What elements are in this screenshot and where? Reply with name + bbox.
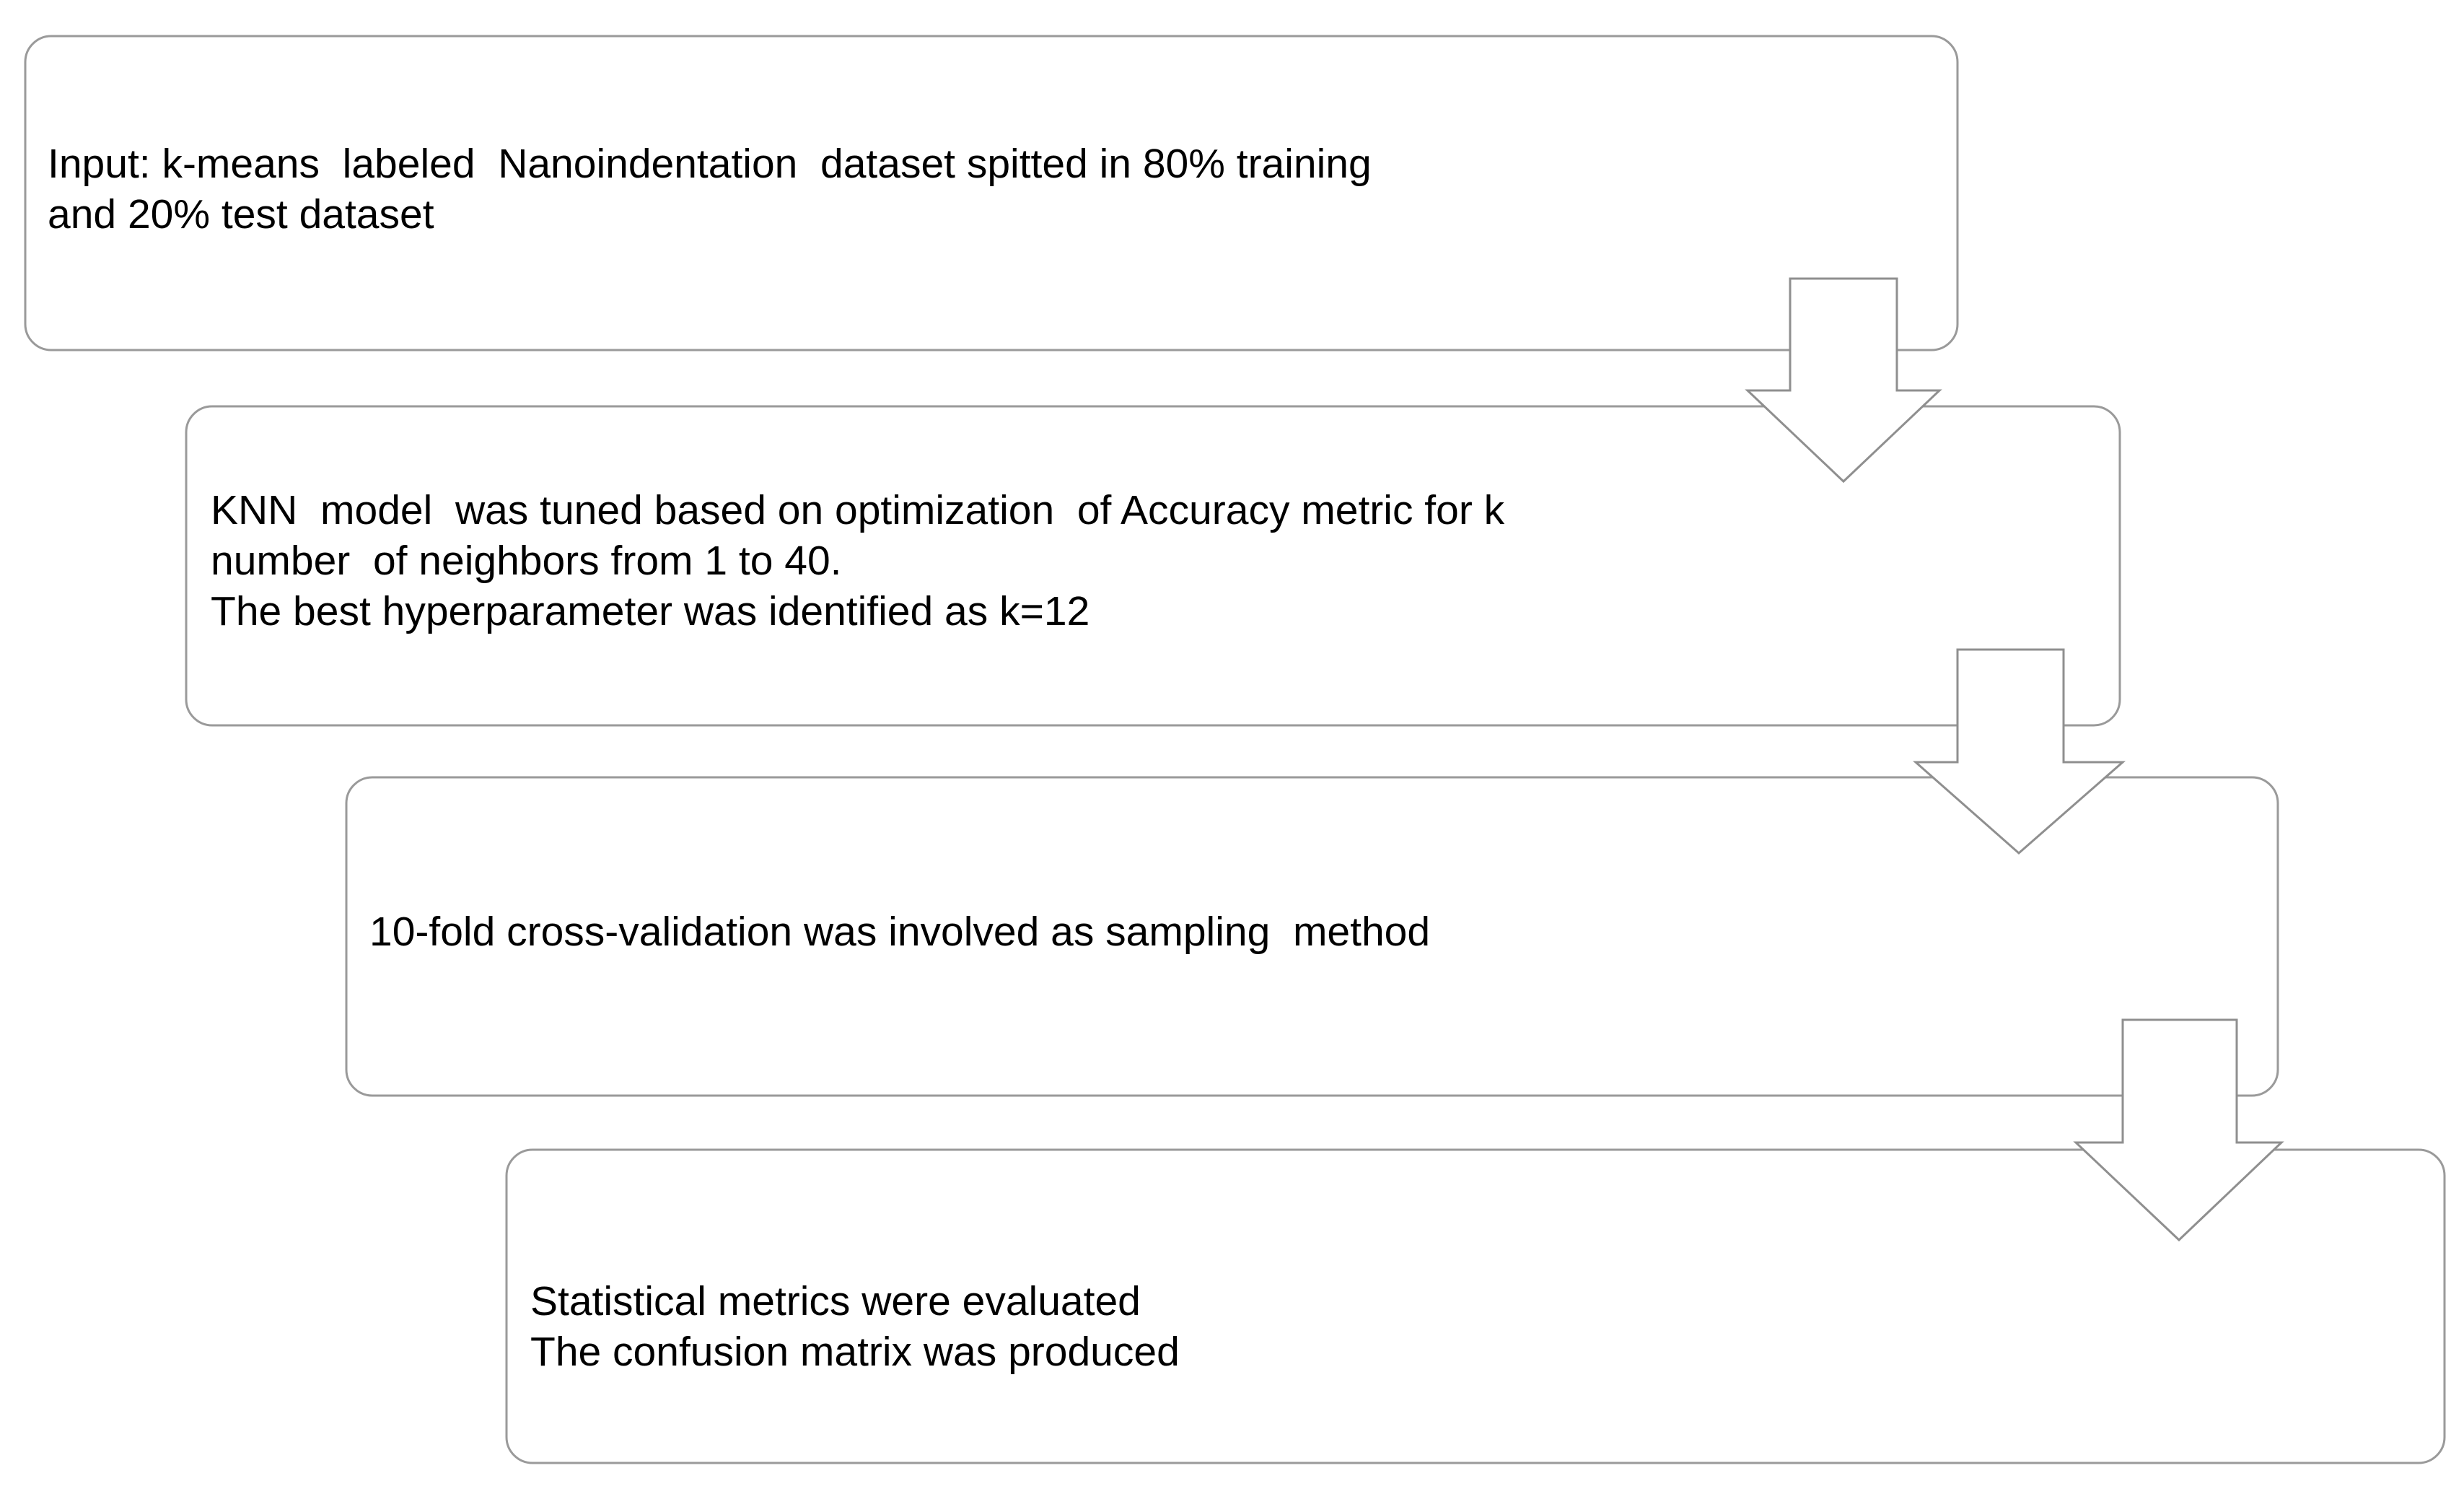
knn-tuning-step-label: KNN model was tuned based on optimizatio… (211, 487, 1505, 634)
input-step-label: Input: k-means labeled Nanoindentation d… (48, 141, 1372, 237)
cross-validation-step-label: 10-fold cross-validation was involved as… (369, 909, 1431, 955)
arrow-cross-validation-to-evaluation-icon (2073, 1018, 2284, 1242)
arrow-tuning-to-cross-validation-icon (1913, 648, 2126, 855)
arrow-input-to-tuning-icon (1745, 277, 1942, 484)
knn-tuning-step-box[interactable] (185, 405, 2121, 727)
input-step-box[interactable] (24, 35, 1959, 351)
cross-validation-step-box[interactable] (345, 776, 2279, 1097)
evaluation-step-box[interactable] (505, 1148, 2446, 1464)
evaluation-step-label: Statistical metrics were evaluated The c… (530, 1278, 1180, 1375)
